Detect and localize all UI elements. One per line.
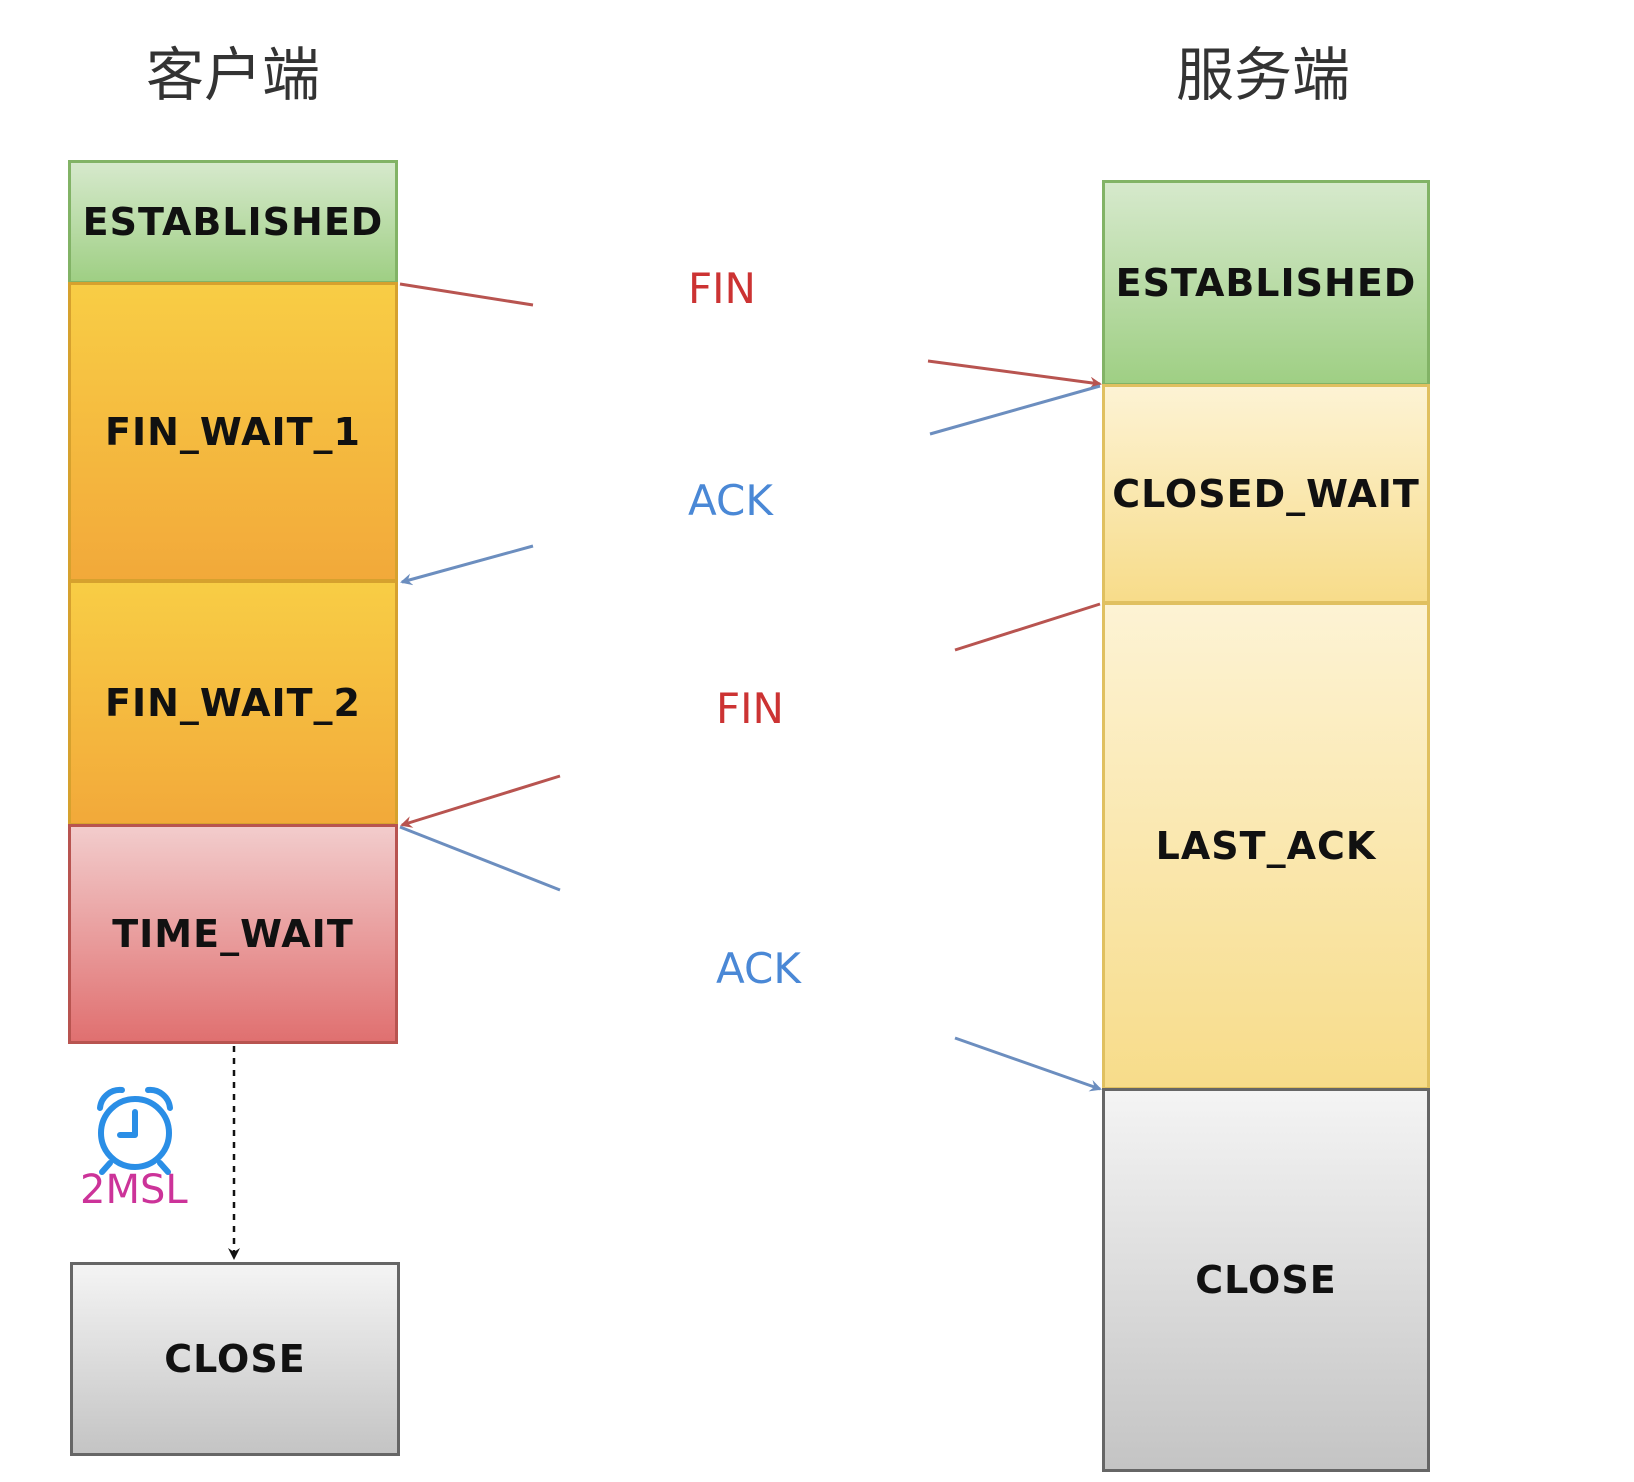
alarm-clock-icon <box>97 1086 173 1175</box>
server-state-closed-wait: CLOSED_WAIT <box>1102 384 1430 604</box>
ack-2-arrow-head <box>954 1036 1102 1092</box>
ack-1-arrow-head <box>400 544 534 586</box>
server-state-close: CLOSE <box>1102 1088 1430 1472</box>
ack-2-label: ACK <box>716 944 801 993</box>
server-title: 服务端 <box>1175 41 1350 109</box>
ack-1-arrow-tail <box>929 384 1101 436</box>
fin-2-arrow-head <box>400 774 561 828</box>
server-state-established: ESTABLISHED <box>1102 180 1430 386</box>
client-title: 客户端 <box>145 41 320 109</box>
client-state-time-wait: TIME_WAIT <box>68 824 398 1044</box>
fin-1-label: FIN <box>688 264 756 313</box>
fin-1-arrow-tail <box>399 282 534 307</box>
fin-2-arrow-tail <box>954 602 1101 652</box>
server-state-last-ack: LAST_ACK <box>1102 602 1430 1090</box>
client-state-close: CLOSE <box>70 1262 400 1456</box>
client-state-established: ESTABLISHED <box>68 160 398 284</box>
ack-1-label: ACK <box>688 476 773 525</box>
fin-2-label: FIN <box>716 684 784 733</box>
timer-label: 2MSL <box>80 1167 188 1213</box>
ack-2-arrow-tail <box>399 825 561 892</box>
client-state-fin-wait-1: FIN_WAIT_1 <box>68 282 398 582</box>
fin-1-arrow-head <box>927 359 1102 389</box>
